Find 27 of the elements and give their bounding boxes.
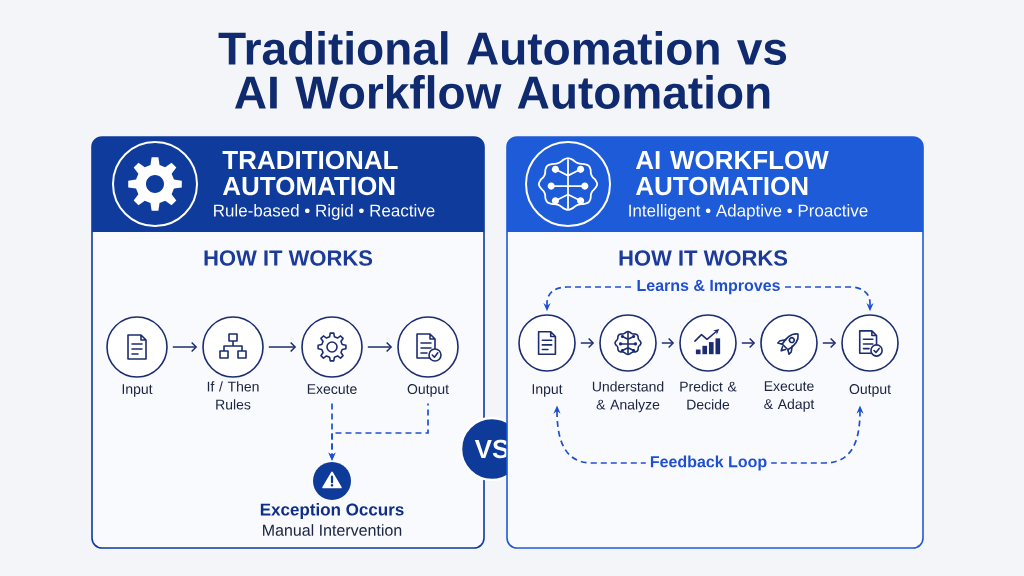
panel-subtitle: Intelligent • Adaptive • Proactive — [629, 204, 868, 220]
edge-label: Learns & Improves — [632, 275, 785, 299]
alert-note: Manual Intervention — [263, 524, 402, 536]
step-label: Predict & Decide — [680, 381, 737, 410]
step-label: Output — [849, 384, 891, 397]
alert-title: Exception Occurs — [260, 503, 404, 519]
arrow — [268, 341, 297, 353]
step-label: Understand & Analyze — [592, 381, 664, 413]
arrow — [741, 337, 756, 349]
step-label: Input — [122, 384, 153, 397]
step-label: If / Then Rules — [207, 381, 259, 410]
arrow — [661, 337, 675, 349]
step-label: Output — [407, 384, 449, 397]
arrow — [580, 337, 595, 349]
panel-subtitle: Rule-based • Rigid • Reactive — [214, 204, 435, 220]
title: Traditional Automation vs AI Workflow Automation — [218, 31, 787, 109]
arrow — [367, 341, 393, 353]
section-heading: HOW IT WORKS — [204, 250, 373, 266]
step-label: Input — [532, 384, 563, 397]
edge-label: Feedback Loop — [645, 451, 772, 475]
panel-heading: AI WORKFLOW AUTOMATION — [635, 150, 829, 196]
arrow — [172, 341, 198, 353]
step-label: Execute & Adapt — [764, 381, 815, 412]
section-heading: HOW IT WORKS — [619, 250, 788, 266]
step-label: Execute — [307, 384, 357, 394]
arrow — [822, 337, 837, 349]
panel-heading: TRADITIONAL AUTOMATION — [222, 150, 398, 196]
